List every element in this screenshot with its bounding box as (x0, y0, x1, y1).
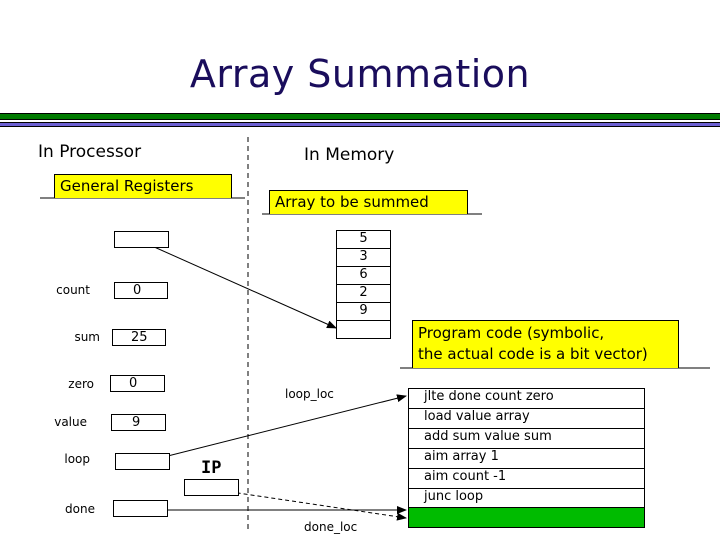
register-sum: 25 (112, 329, 166, 346)
title-underline-purple (0, 122, 720, 127)
array-callout: Array to be summed (269, 190, 468, 214)
register-array-pointer (114, 231, 169, 248)
code-line: add sum value sum (408, 429, 645, 449)
code-line: junc loop (408, 489, 645, 508)
general-registers-callout: General Registers (54, 174, 232, 198)
register-value: 9 (111, 414, 166, 431)
title-underline-green (0, 113, 720, 120)
register-label-sum: sum (74, 330, 100, 344)
register-label-done: done (65, 502, 95, 516)
array-cell-end (336, 321, 391, 339)
array-cell: 3 (336, 249, 391, 267)
code-line: jlte done count zero (408, 388, 645, 409)
register-label-value: value (54, 415, 87, 429)
program-code-callout-line1: Program code (symbolic, (418, 324, 605, 342)
done-location-cell (408, 507, 645, 528)
register-label-zero: zero (68, 377, 94, 391)
slide-title: Array Summation (189, 52, 531, 96)
ip-label: IP (201, 458, 222, 478)
array-cell: 6 (336, 267, 391, 285)
program-code-callout: Program code (symbolic, the actual code … (412, 320, 679, 368)
register-loop (115, 453, 170, 470)
array-pointer-arrow (142, 241, 337, 329)
loop-pointer-arrow (139, 394, 407, 464)
done-loc-label: done_loc (304, 520, 358, 534)
register-done (113, 500, 168, 517)
memory-heading: In Memory (304, 145, 395, 165)
program-code-callout-line2: the actual code is a bit vector) (418, 345, 648, 363)
code-line: aim array 1 (408, 449, 645, 469)
array-cell: 2 (336, 285, 391, 303)
register-label-count: count (56, 283, 90, 297)
array-cell: 9 (336, 303, 391, 321)
register-label-loop: loop (64, 452, 90, 466)
loop-loc-label: loop_loc (285, 387, 334, 401)
ip-pointer-arrow (215, 488, 407, 521)
register-count: 0 (114, 282, 168, 299)
code-line: load value array (408, 409, 645, 429)
array-cell: 5 (336, 230, 391, 249)
register-zero: 0 (110, 375, 165, 392)
code-line: aim count -1 (408, 469, 645, 489)
instruction-pointer-register (184, 479, 239, 496)
processor-heading: In Processor (38, 142, 142, 162)
